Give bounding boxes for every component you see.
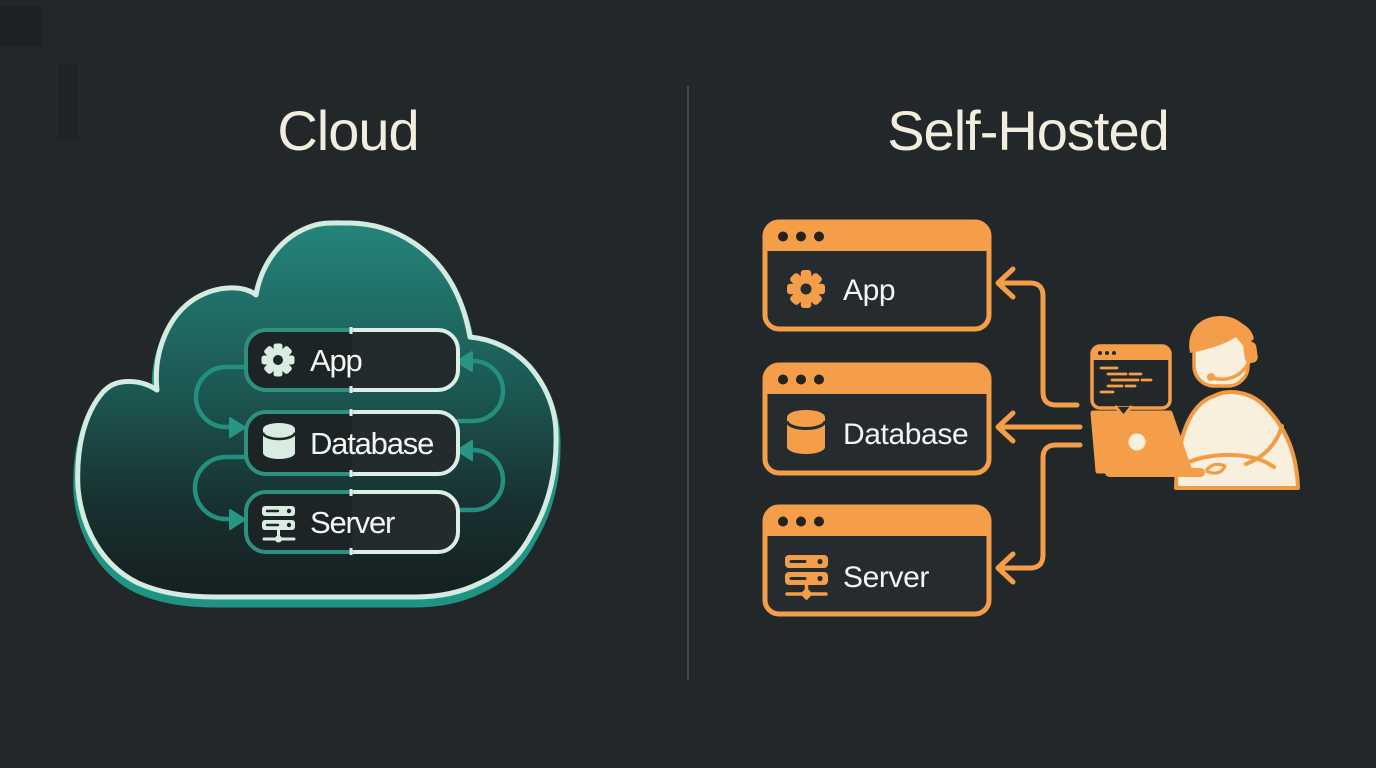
- arrowhead-left-icon: [995, 551, 1016, 585]
- arrow-to-server-window: [998, 442, 1083, 571]
- background-artifact: [58, 64, 78, 140]
- headset-band: [1190, 318, 1254, 341]
- window-control-dot: [778, 231, 788, 242]
- cloud-node-app: App: [244, 327, 460, 393]
- cloud-flow-arrows: [192, 351, 506, 530]
- bubble-tail: [1114, 405, 1133, 418]
- arrow-server-to-database: [455, 447, 506, 513]
- app-window: App: [762, 219, 992, 332]
- window-control-dot: [1105, 351, 1109, 355]
- window-control-dot: [778, 516, 788, 527]
- window-border: [762, 362, 992, 476]
- host-arrows: [995, 266, 1083, 585]
- arrowhead-right-icon: [229, 417, 246, 438]
- arrow-to-app-window: [998, 280, 1080, 408]
- window-titlebar: [765, 222, 989, 251]
- selfhosted-panel: Self-Hosted: [762, 99, 1300, 617]
- gear-icon: [261, 343, 295, 377]
- code-window-titlebar: [1092, 346, 1170, 360]
- window-control-dot: [796, 374, 806, 385]
- window-control-dot: [1112, 351, 1116, 355]
- database-icon: [261, 423, 297, 459]
- operator-person: [1174, 315, 1300, 490]
- arrow-database-to-app: [455, 358, 506, 424]
- arrowhead-left-icon: [456, 440, 473, 461]
- arrowhead-left-icon: [456, 351, 473, 372]
- window-label: App: [843, 274, 895, 307]
- headset-mic: [1207, 373, 1215, 381]
- node-label: Database: [310, 426, 433, 461]
- background-artifact: [0, 6, 42, 46]
- node-label: App: [310, 343, 362, 378]
- operator-hand: [1204, 462, 1227, 475]
- headset-earcup: [1243, 341, 1258, 364]
- window-control-dots: [778, 516, 824, 527]
- window-border: [762, 504, 992, 617]
- server-icon: [262, 506, 296, 543]
- laptop-logo: [1128, 433, 1146, 451]
- arrowhead-left-icon: [995, 410, 1016, 444]
- window-control-dot: [796, 231, 806, 242]
- window-control-dot: [814, 231, 824, 242]
- support-operator: [1090, 315, 1300, 490]
- window-control-dot: [814, 516, 824, 527]
- window-label: Server: [843, 561, 929, 594]
- code-lines: [1099, 366, 1153, 394]
- cloud-node-server: Server: [244, 489, 460, 555]
- window-control-dots: [778, 231, 824, 242]
- window-titlebar: [765, 507, 989, 536]
- window-control-dot: [1098, 351, 1102, 355]
- operator-arm: [1244, 424, 1284, 466]
- arrowhead-right-icon: [229, 509, 246, 530]
- server-icon: [785, 555, 828, 601]
- selfhosted-title: Self-Hosted: [887, 99, 1169, 162]
- cloud-title: Cloud: [277, 99, 418, 162]
- window-control-dot: [796, 516, 806, 527]
- window-border: [762, 219, 992, 332]
- headset-mic-arm: [1211, 360, 1251, 381]
- cloud-panel: Cloud: [73, 99, 561, 608]
- window-control-dot: [778, 374, 788, 385]
- database-icon: [785, 410, 827, 454]
- laptop-base: [1105, 468, 1205, 477]
- window-control-dot: [814, 374, 824, 385]
- laptop-icon: [1090, 410, 1205, 477]
- headset-icon: [1190, 318, 1258, 381]
- server-window: Server: [762, 504, 992, 617]
- database-window: Database: [762, 362, 992, 476]
- window-titlebar: [765, 365, 989, 394]
- window-label: Database: [843, 418, 968, 451]
- gear-icon: [787, 270, 825, 308]
- code-window-dots: [1098, 351, 1116, 355]
- cloud-node-database: Database: [244, 409, 460, 477]
- window-control-dots: [778, 374, 824, 385]
- arrow-database-to-server: [192, 454, 249, 522]
- arrowhead-left-icon: [995, 266, 1016, 300]
- node-label: Server: [310, 505, 395, 540]
- arrow-app-to-database: [193, 364, 249, 430]
- code-bubble: [1090, 344, 1172, 418]
